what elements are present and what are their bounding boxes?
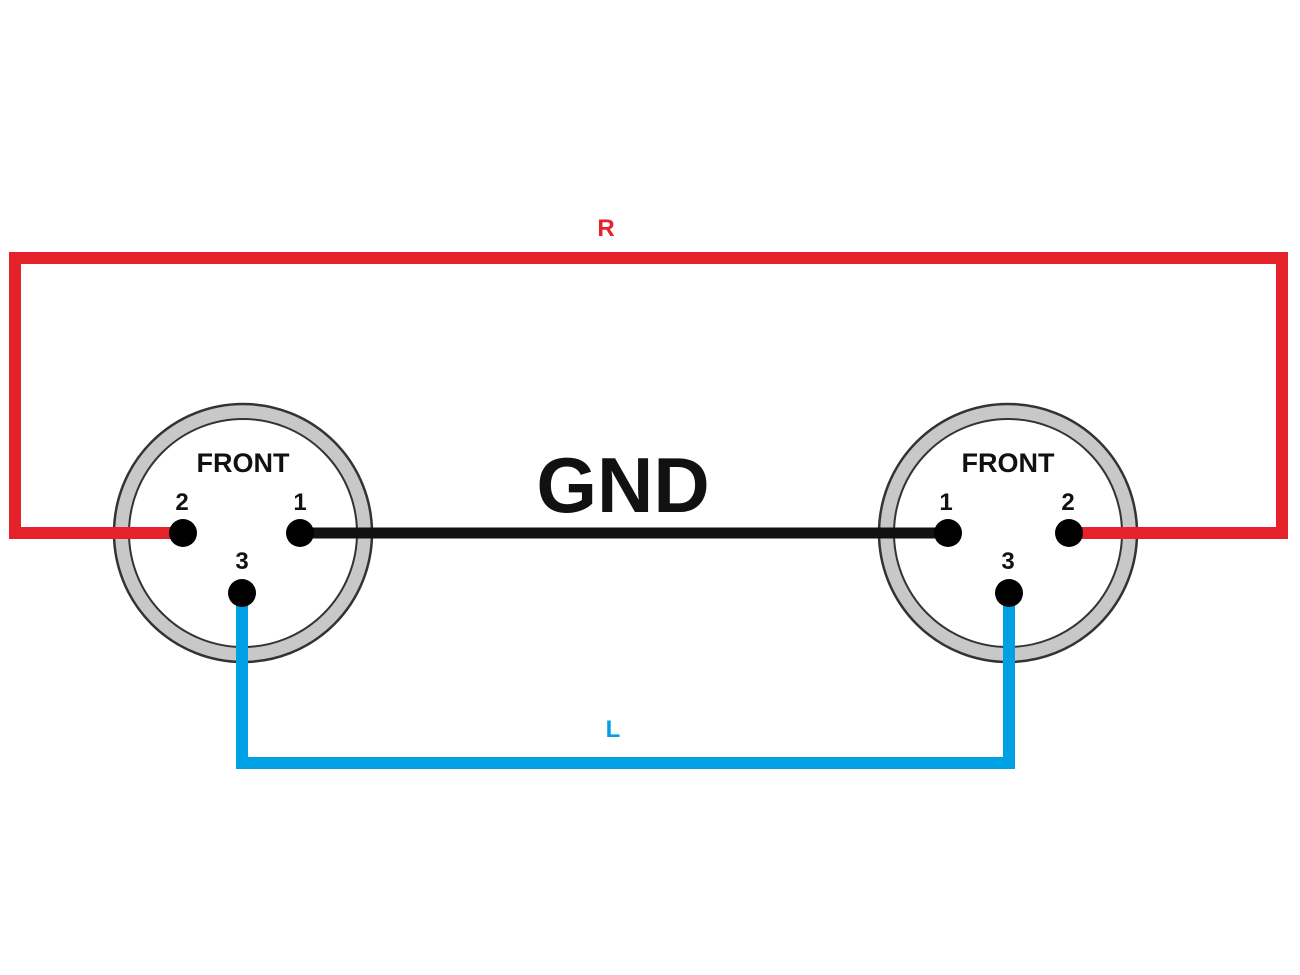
wire-left-channel — [236, 593, 1015, 769]
pin-1-right — [934, 519, 962, 547]
pin-label-3-left: 3 — [235, 548, 248, 575]
pin-label-3-right: 3 — [1001, 548, 1014, 575]
connector-left-pins — [169, 519, 314, 607]
connector-right-pins — [934, 519, 1083, 607]
pin-label-1-left: 1 — [293, 489, 306, 516]
wire-right-channel — [9, 252, 1288, 539]
wire-label-r: R — [597, 215, 614, 242]
pin-label-2-right: 2 — [1061, 489, 1074, 516]
wire-label-l: L — [606, 716, 621, 743]
front-label-right: FRONT — [962, 448, 1055, 478]
pin-1-left — [286, 519, 314, 547]
pin-2-right — [1055, 519, 1083, 547]
pin-2-left — [169, 519, 197, 547]
wire-label-gnd: GND — [536, 441, 709, 529]
pin-label-1-right: 1 — [939, 489, 952, 516]
pin-3-right — [995, 579, 1023, 607]
pin-3-left — [228, 579, 256, 607]
front-label-left: FRONT — [197, 448, 290, 478]
pin-label-2-left: 2 — [175, 489, 188, 516]
